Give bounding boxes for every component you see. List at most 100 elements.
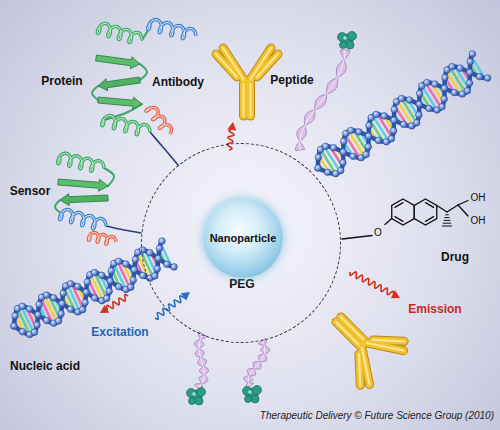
dna-bead [147,249,154,256]
dna-bead [464,88,471,95]
helix-ribbon [146,107,171,134]
helix-highlight [60,209,106,228]
bond [458,205,468,216]
dna-bead [12,312,19,319]
dna-bead [11,323,18,330]
dna-bead [74,283,81,290]
dna-bead [315,154,322,161]
dna-bead [441,85,448,92]
dna-bead [60,290,67,297]
bond [437,206,447,213]
dna-bead [315,165,322,172]
helix-ribbon [148,19,196,38]
credit-line: Therapeutic Delivery © Future Science Gr… [260,410,494,422]
dna-bead [108,267,115,274]
dna-bead [390,128,397,135]
dna-bead [467,69,474,76]
peptide-core [300,50,345,150]
dna-bead [115,258,122,265]
protein-loop [104,168,114,186]
antibody-chain [239,84,248,116]
dna-bead [365,133,372,140]
dna-bead [83,289,90,296]
dna-bead [107,278,114,285]
beta-strand [58,179,108,191]
dna-bead [476,73,483,80]
protein-helix [146,107,171,134]
antibody-hinge [244,78,250,84]
attachment-line [106,226,141,233]
dna-bead [91,269,98,276]
dna-bead [439,103,446,110]
signal-label: Emission [408,303,461,317]
antibody-chain [240,84,247,116]
tag-shine [248,390,252,394]
dna-bead [373,111,380,118]
excitation-arrow [155,292,190,319]
atom-label: O [374,227,382,239]
helix-highlight [146,107,171,134]
beta-strand [98,77,140,91]
protein-helix [88,232,116,244]
wave-line [350,272,394,295]
dna-bead [330,144,337,151]
dna-helix [11,238,178,338]
arrowhead [181,292,190,300]
dna-bead [457,65,464,72]
antibody-chain [347,347,384,384]
dna-bead [34,322,41,329]
ring [392,199,415,225]
bond [447,205,458,212]
dna-bead [400,121,407,128]
beta-strand [96,55,140,69]
component-label: Sensor [10,185,51,199]
helix-ribbon [102,115,150,134]
dna-bead [442,74,449,81]
peptide-ribbon [295,50,349,151]
helix-highlight [97,23,142,42]
dna-bead [19,303,26,310]
dna-strand [318,67,488,174]
dna-bead [50,294,57,301]
dna-bead [391,117,398,124]
hashed-wedge [445,217,449,218]
dna-bead [441,85,448,92]
peptide-tag [243,387,252,396]
bond [458,201,468,206]
dna-bead [164,261,171,268]
protein-helix [102,115,150,134]
peptide-ribbon [195,332,209,391]
peptide-tag [251,395,259,403]
dna-bead [322,143,329,150]
peptide [243,338,270,403]
dna-bead [84,279,91,286]
dna-bead [59,300,66,307]
antibody-chain [366,328,403,365]
dna-bead [416,101,423,108]
dna-bead [340,149,347,156]
dna-bead [35,311,42,318]
dna-bead [131,266,138,273]
component-label: Peptide [270,74,313,88]
double-bond [395,217,403,222]
tag-shine [192,392,196,396]
antibody-chain [373,325,404,356]
antibody-chain [373,325,404,356]
dna-bead [106,288,113,295]
dna-bead [467,58,474,65]
helix-highlight [102,115,150,134]
dna-bead [19,328,26,335]
atom-label: OH [471,192,486,204]
helix-ribbon [58,153,104,171]
dna-bead [156,245,163,252]
dna-bead [132,256,139,263]
peptide-core [248,341,265,386]
tag-shine [343,36,347,40]
dna-bead [441,96,448,103]
arrowhead [227,122,236,131]
dna-bead [11,323,18,330]
dna-bead [171,264,178,271]
protein-loop [140,64,147,80]
dna-bead [416,101,423,108]
